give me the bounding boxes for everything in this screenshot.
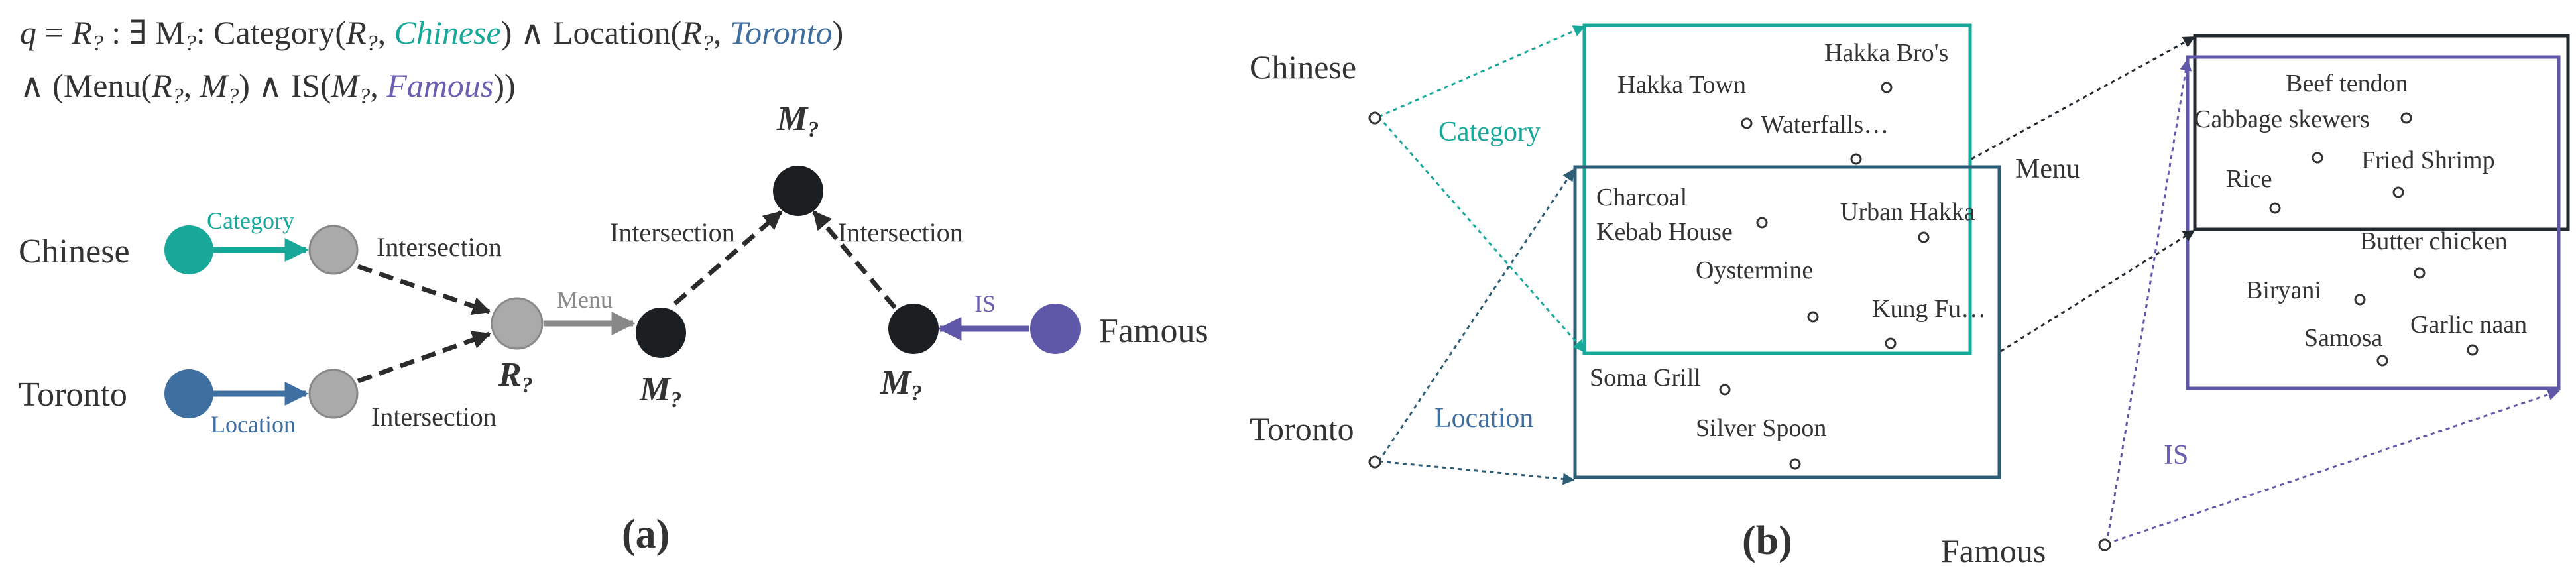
restaurant-point [1719,384,1731,396]
arrow-category-top [1378,25,1586,118]
restaurant-point [1850,153,1862,165]
var-label-r: R? [498,356,533,398]
node-intermediate-location [308,369,359,419]
dish-point [2312,152,2323,164]
edge-intersection-4 [812,210,897,310]
dish-label: Butter chicken [2360,227,2508,255]
restaurant-label: Kung Fu… [1872,295,1986,323]
restaurant-label: Waterfalls… [1761,111,1889,139]
var-label-m-menu: M? [639,371,681,412]
restaurant-points: Hakka Bro's Hakka Town Waterfalls… Charc… [1590,39,1986,470]
var-label-m-target: M? [776,100,819,142]
dish-point [2400,112,2412,124]
edge-label-intersection-4: Intersection [838,217,963,247]
node-intermediate-category [308,225,359,275]
dish-label: Samosa [2304,324,2382,352]
relation-label-category: Category [1438,117,1541,147]
edge-label-location: Location [211,411,296,437]
edge-intersection-2 [357,331,491,384]
node-chinese [164,225,213,274]
relation-label-location: Location [1434,403,1533,434]
dish-point [2392,186,2404,198]
edge-label-intersection-3: Intersection [610,217,735,247]
dish-label: Rice [2226,165,2272,193]
edge-label-menu: Menu [557,286,613,313]
dish-point [2269,202,2281,214]
caption-a: (a) [622,512,670,557]
node-label-chinese: Chinese [19,233,130,270]
caption-b: (b) [1742,518,1792,563]
arrow-menu-bottom [2000,229,2195,353]
dish-point [2414,267,2426,279]
dish-label: Cabbage skewers [2194,105,2370,133]
restaurant-point [1881,82,1893,93]
restaurant-point [1807,311,1819,323]
entity-label-famous: Famous [1941,532,2046,569]
restaurant-point [1756,217,1768,229]
arrow-location-bottom [1378,460,1575,485]
node-m-variable-is [888,304,939,354]
point-toronto [1368,455,1381,469]
restaurant-label: Silver Spoon [1696,414,1826,442]
relation-label-menu: Menu [2015,154,2080,184]
restaurant-label: Kebab House [1596,218,1733,246]
dish-label: Garlic naan [2410,311,2527,339]
node-label-famous: Famous [1099,312,1208,350]
restaurant-point [1741,117,1753,129]
node-famous [1030,304,1081,354]
restaurant-label: Charcoal [1596,184,1687,211]
arrow-location-top [1377,168,1575,462]
node-r-variable [491,297,544,350]
node-toronto [164,369,213,418]
dish-point [2376,355,2388,367]
box-category-chinese [1582,23,1972,355]
edge-label-intersection-2: Intersection [371,402,497,432]
node-m-target [773,166,823,216]
box-menu-dishes [2193,34,2570,231]
point-chinese [1368,111,1381,125]
arrow-is-top [2105,58,2192,544]
relation-label-is: IS [2164,440,2188,471]
formula-line-1: q = R? : ∃ M?: Category(R?, Chinese) ∧ L… [20,14,843,56]
restaurant-point [1789,458,1801,470]
node-label-toronto: Toronto [19,376,127,414]
box-is-famous [2186,55,2561,390]
restaurant-label: Soma Grill [1590,364,1701,392]
edge-label-is: IS [974,290,996,317]
restaurant-point [1918,231,1930,243]
panel-b: Chinese Toronto Famous Category Location… [1250,23,2570,569]
panel-a: q = R? : ∃ M?: Category(R?, Chinese) ∧ L… [19,14,1208,557]
restaurant-label: Oystermine [1696,257,1813,284]
point-famous [2098,538,2111,551]
formula-line-2: ∧ (Menu(R?, M?) ∧ IS(M?, Famous)) [20,67,516,109]
dish-label: Fried Shrimp [2361,146,2495,174]
arrow-category-bottom [1377,116,1586,353]
edge-intersection-1 [357,264,491,316]
edge-label-intersection-1: Intersection [377,232,502,262]
restaurant-point [1885,337,1897,349]
arrow-menu-top [1971,36,2195,160]
var-label-m-is: M? [880,364,922,406]
entity-label-chinese: Chinese [1250,48,1356,86]
box-location-toronto [1573,165,2001,479]
restaurant-label: Hakka Bro's [1824,39,1948,67]
dish-label: Biryani [2246,276,2321,304]
dish-points: Beef tendon Cabbage skewers Rice Fried S… [2194,70,2527,367]
dish-point [2354,294,2366,306]
edge-label-category: Category [207,207,294,234]
edge-intersection-3 [673,210,783,306]
dish-point [2467,344,2479,356]
node-m-variable-menu [636,308,686,358]
entity-label-toronto: Toronto [1250,410,1354,447]
dish-label: Beef tendon [2286,70,2408,97]
restaurant-label: Hakka Town [1617,71,1746,99]
restaurant-label: Urban Hakka [1840,198,1975,226]
